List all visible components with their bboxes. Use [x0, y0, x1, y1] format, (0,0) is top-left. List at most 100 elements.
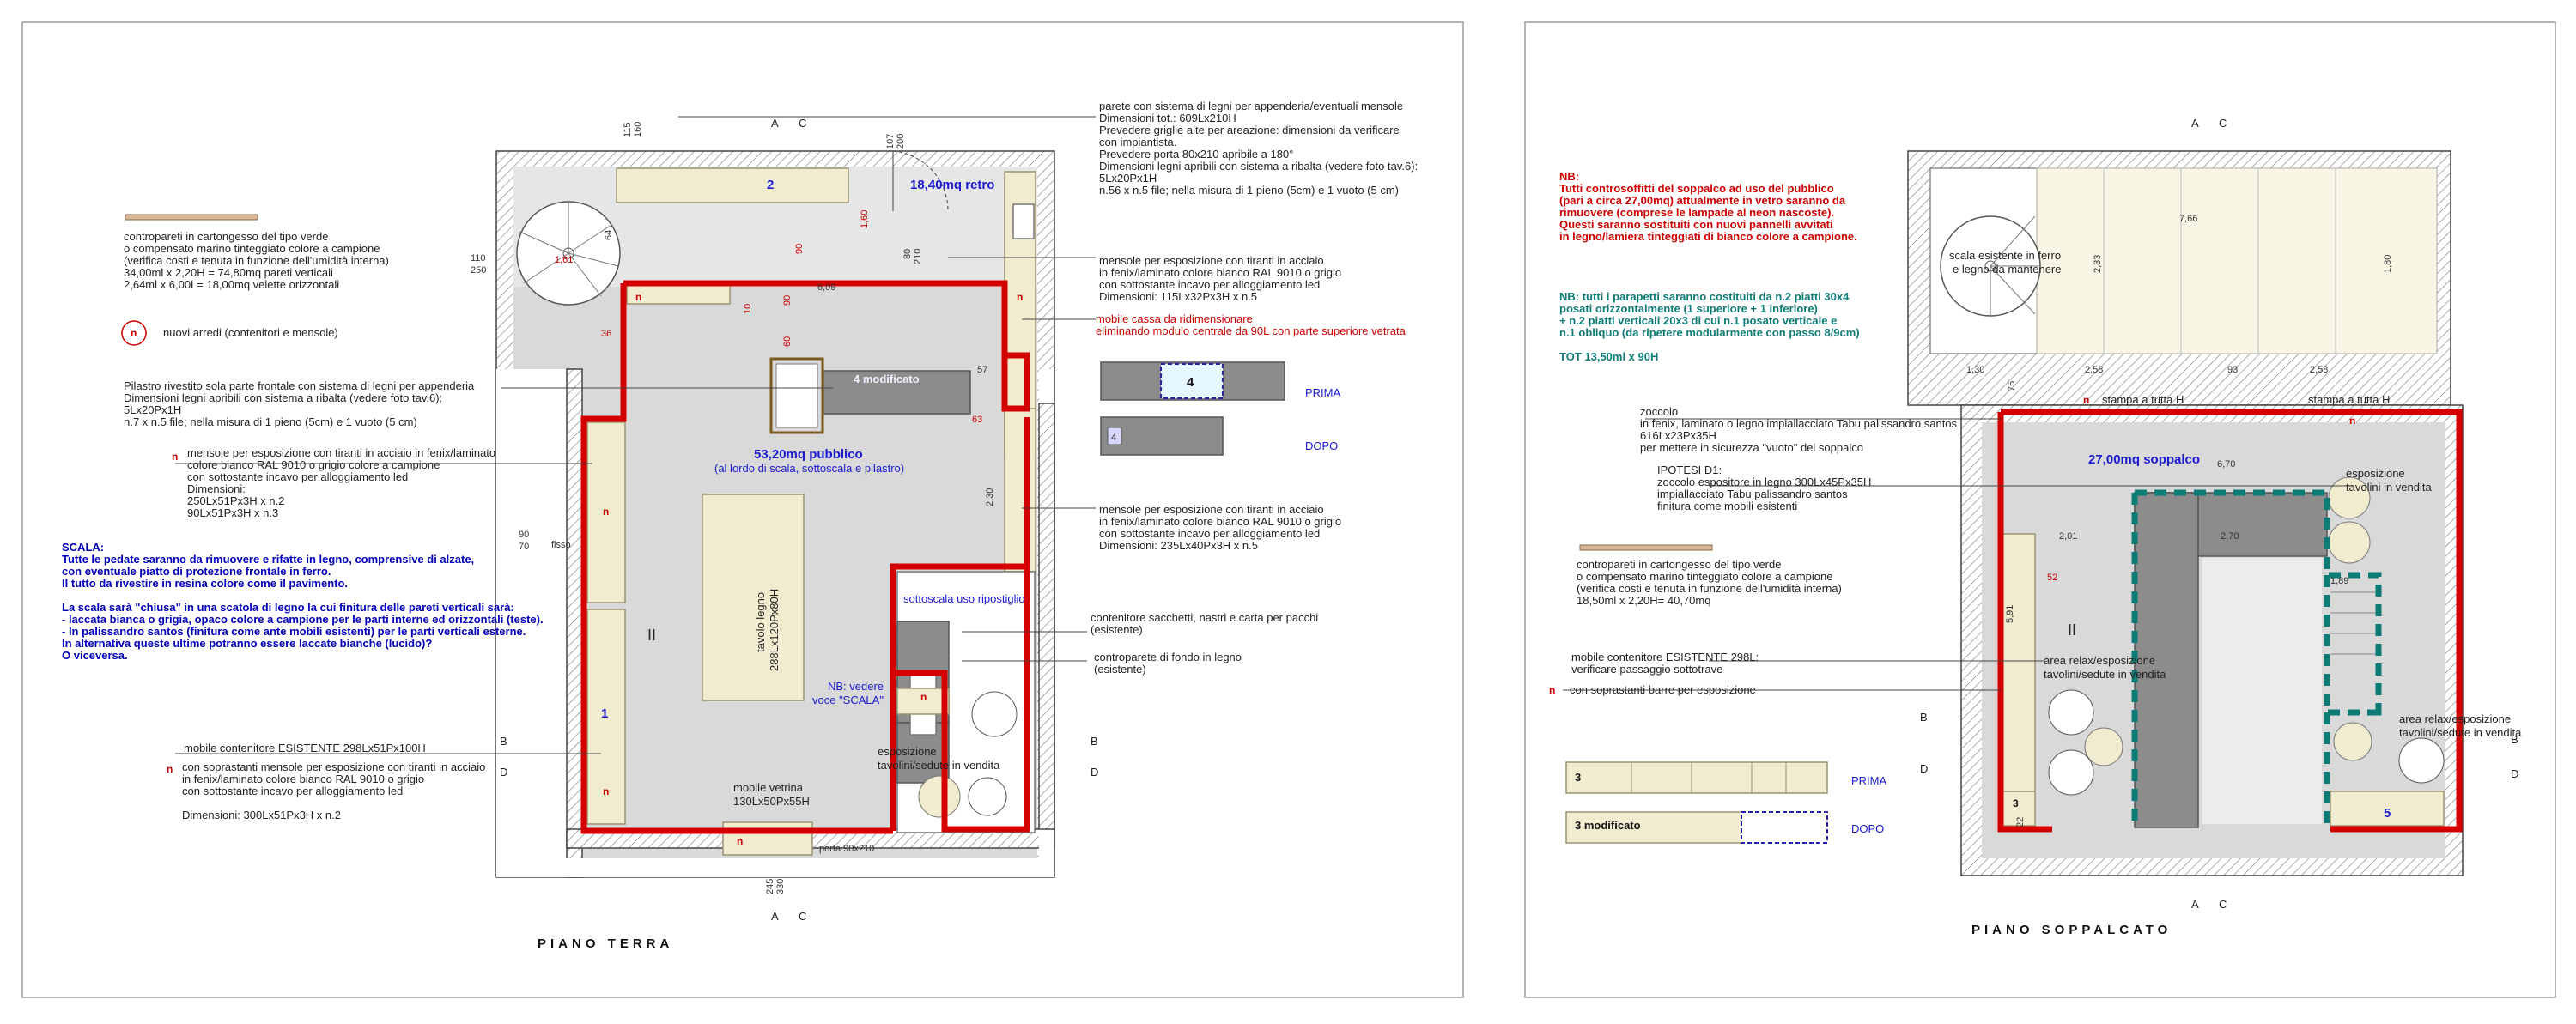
note-line: contropareti in cartongesso del tipo ver… — [1577, 558, 1781, 571]
note-line: eliminando modulo centrale da 90L con pa… — [1096, 324, 1406, 337]
svg-text:7,66: 7,66 — [2179, 214, 2197, 224]
soppalco-mobile-note: mobile contenitore ESISTENTE 298L:verifi… — [1571, 651, 1759, 676]
svg-text:64: 64 — [604, 230, 614, 240]
svg-text:2,58: 2,58 — [2085, 365, 2103, 375]
note-line: impiallacciato Tabu palissandro santos — [1657, 488, 1848, 500]
svg-text:D: D — [500, 766, 507, 779]
svg-text:stampa a tutta H: stampa a tutta H — [2308, 393, 2390, 406]
svg-text:60: 60 — [782, 336, 793, 347]
note-line: 250Lx51Px3H x n.2 — [187, 494, 284, 507]
svg-text:1,60: 1,60 — [860, 210, 870, 228]
note-line: verificare passaggio sottotrave — [1571, 663, 1722, 676]
note-line: mensole per esposizione con tiranti in a… — [1099, 254, 1324, 267]
note-line: 18,50ml x 2,20H= 40,70mq — [1577, 594, 1710, 607]
note-line: In alternativa queste ultime potranno es… — [62, 637, 432, 650]
svg-text:n: n — [920, 691, 927, 703]
terra-parete-note: parete con sistema di legni per appender… — [1099, 100, 1418, 197]
svg-text:6,09: 6,09 — [817, 282, 835, 293]
note-line: La scala sarà "chiusa" in una scatola di… — [62, 601, 514, 614]
soppalco-red-outline — [1997, 409, 2463, 833]
left-sheet-frame — [21, 21, 1464, 998]
note-line: SCALA: — [62, 541, 104, 554]
svg-text:2,30: 2,30 — [985, 488, 995, 506]
svg-text:10: 10 — [743, 304, 753, 314]
note-line: con sottostante incavo per alloggiamento… — [1099, 527, 1320, 540]
room-retro-label: 18,40mq retro — [910, 178, 994, 192]
svg-text:n: n — [737, 835, 743, 847]
svg-text:B: B — [1091, 735, 1098, 748]
note-line: Prevedere porta 80x210 apribile a 180° — [1099, 148, 1293, 161]
terra-n-legend-circle — [121, 320, 147, 346]
sottoscala-label: sottoscala uso ripostiglio — [903, 592, 1025, 605]
note-line: per mettere in sicurezza "vuoto" del sop… — [1640, 441, 1863, 454]
svg-text:n: n — [2083, 394, 2089, 406]
note-line: Dimensioni: 300Lx51Px3H x n.2 — [182, 809, 341, 821]
svg-text:n: n — [167, 763, 173, 775]
svg-text:n: n — [131, 327, 137, 339]
svg-text:D: D — [1920, 762, 1928, 775]
svg-text:A: A — [771, 910, 779, 923]
note-line: Questi saranno sostituiti con nuovi pann… — [1559, 218, 1833, 231]
note-line: con eventuale piatto di protezione front… — [62, 565, 331, 578]
soppalco-legend-board-text: contropareti in cartongesso del tipo ver… — [1577, 558, 1842, 607]
terra-n-legend-text: nuovi arredi (contenitori e mensole) — [163, 326, 338, 339]
svg-text:1,89: 1,89 — [2330, 576, 2348, 586]
svg-text:n: n — [1549, 684, 1555, 696]
note-line: con sottostante incavo per alloggiamento… — [187, 470, 408, 483]
note-line: parete con sistema di legni per appender… — [1099, 100, 1403, 112]
nb-scala-1: NB: vedere — [828, 680, 884, 693]
terra-red-outline — [580, 280, 1030, 834]
soppalco-ipotesi-note: IPOTESI D1:zoccolo espositore in legno 3… — [1657, 464, 1871, 512]
note-line: colore bianco RAL 9010 o grigio colore a… — [187, 458, 440, 471]
note-line: mensole per esposizione con tiranti in a… — [1099, 503, 1324, 516]
num-2: 2 — [767, 178, 774, 192]
note-line: NB: — [1559, 170, 1579, 183]
terra-cassa-note: mobile cassa da ridimensionareeliminando… — [1096, 312, 1406, 337]
esposizione-label-2: tavolini/sedute in vendita — [878, 759, 1000, 772]
svg-text:2,83: 2,83 — [2093, 255, 2103, 273]
terra-dopo-label: DOPO — [1305, 439, 1338, 452]
note-line: contropareti in cartongesso del tipo ver… — [124, 230, 328, 243]
svg-text:esposizione: esposizione — [2346, 467, 2405, 480]
svg-text:210: 210 — [913, 249, 923, 264]
plan-piano-soppalcato: scala esistente in ferro e legno da mant… — [1563, 117, 2522, 911]
svg-text:area relax/esposizione: area relax/esposizione — [2399, 712, 2511, 725]
roman-ii: II — [647, 627, 656, 644]
svg-text:3: 3 — [1575, 771, 1581, 784]
vetrina-label-2: 130Lx50Px55H — [733, 795, 810, 808]
note-line: zoccolo espositore in legno 300Lx45Px35H — [1657, 476, 1871, 488]
svg-text:II: II — [2068, 621, 2076, 639]
svg-text:5: 5 — [2384, 806, 2391, 821]
terra-contenitore-note: contenitore sacchetti, nastri e carta pe… — [1091, 611, 1318, 636]
svg-text:tavolini in vendita: tavolini in vendita — [2346, 481, 2432, 494]
terra-controparete-note: controparete di fondo in legno(esistente… — [1094, 651, 1242, 676]
svg-text:22: 22 — [2015, 817, 2026, 827]
svg-text:1,61: 1,61 — [555, 255, 573, 265]
right-sheet-frame — [1524, 21, 2556, 998]
tavolo-label: tavolo legno — [754, 592, 767, 652]
svg-text:scala esistente in ferro: scala esistente in ferro — [1949, 249, 2061, 262]
soppalco-prima-label: PRIMA — [1851, 774, 1887, 787]
room-pubblico-label: 53,20mq pubblico — [754, 447, 863, 462]
note-line: 90Lx51Px3H x n.3 — [187, 506, 278, 519]
svg-text:5,91: 5,91 — [2005, 605, 2015, 623]
note-line: con impiantista. — [1099, 136, 1176, 148]
svg-text:area relax/esposizione: area relax/esposizione — [2044, 654, 2155, 667]
svg-text:B: B — [500, 735, 507, 748]
svg-text:6,70: 6,70 — [2217, 459, 2235, 470]
room-pubblico-sub: (al lordo di scala, sottoscala e pilastr… — [714, 462, 904, 475]
right-title: PIANO SOPPALCATO — [1971, 923, 2172, 937]
svg-text:tavolini/sedute in vendita: tavolini/sedute in vendita — [2399, 726, 2522, 739]
svg-text:C: C — [799, 910, 806, 923]
left-title: PIANO TERRA — [538, 936, 673, 951]
svg-text:27,00mq soppalco: 27,00mq soppalco — [2088, 452, 2200, 467]
note-line: finitura come mobili esistenti — [1657, 500, 1797, 512]
svg-text:n: n — [635, 291, 641, 303]
tavolo-dim: 288Lx120Px80H — [768, 589, 781, 671]
note-line: Pilastro rivestito sola parte frontale c… — [124, 379, 475, 392]
svg-text:2,58: 2,58 — [2310, 365, 2328, 375]
terra-prima-label: PRIMA — [1305, 386, 1341, 399]
svg-text:1,30: 1,30 — [1966, 365, 1984, 375]
